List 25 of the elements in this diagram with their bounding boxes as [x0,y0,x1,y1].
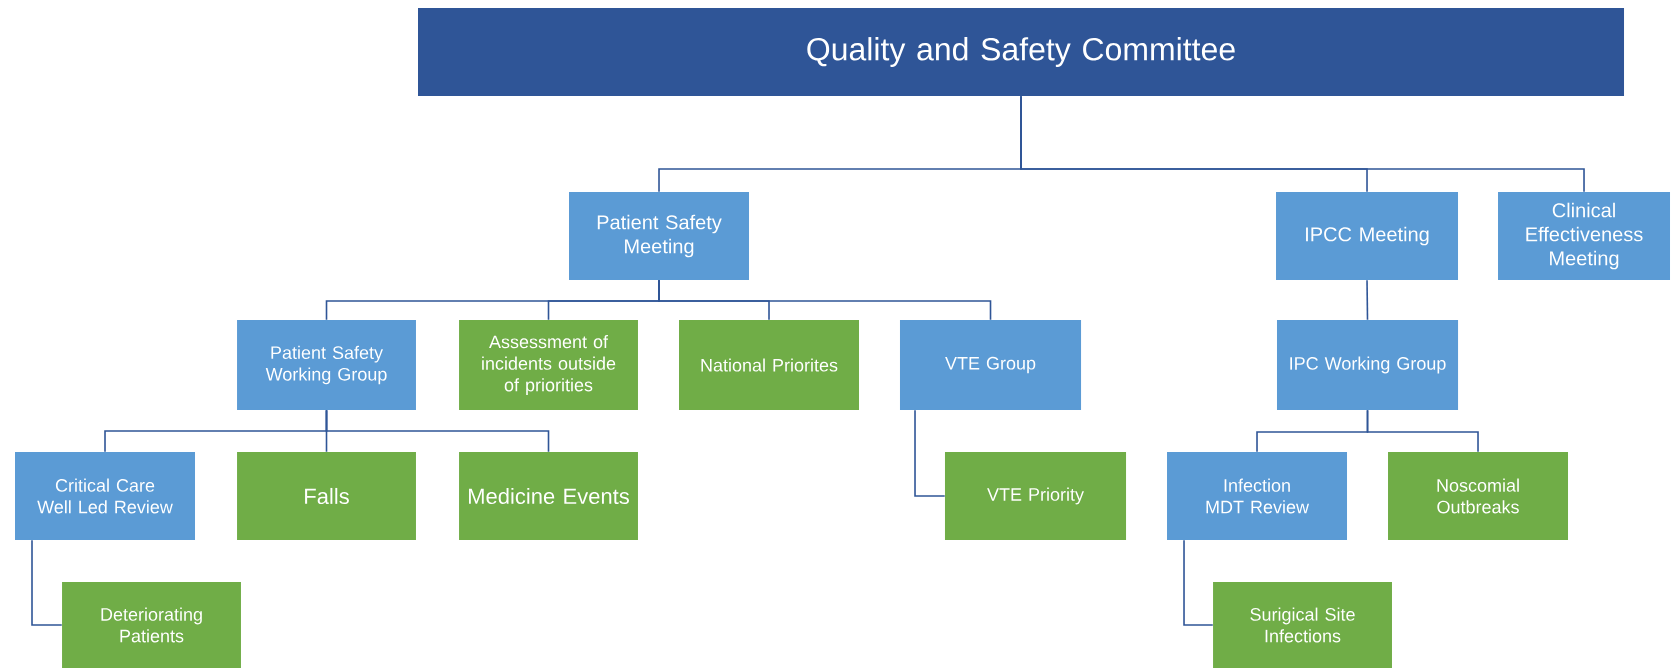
group-box: Patient Safety Working Group [237,320,416,410]
priority-box: Deteriorating Patients [62,582,241,668]
priority-box: Surigical Site Infections [1213,582,1392,668]
meeting-box: Patient Safety Meeting [569,192,749,280]
priority-box: Medicine Events [459,452,638,540]
group-box: IPC Working Group [1277,320,1459,410]
connector-line [1183,539,1214,626]
group-box: Infection MDT Review [1167,452,1347,540]
committee-box: Quality and Safety Committee [418,8,1624,96]
meeting-box: Clinical Effectiveness Meeting [1498,192,1670,280]
group-box: Critical Care Well Led Review [15,452,195,540]
connector-line [1366,279,1369,321]
connector-line [31,539,63,626]
connector-line [1020,95,1585,193]
connector-line [325,409,550,453]
priority-box: Falls [237,452,416,540]
group-box: VTE Group [900,320,1082,410]
priority-box: VTE Priority [945,452,1127,540]
priority-box: Assessment of incidents outside of priorities [459,320,638,410]
meeting-box: IPCC Meeting [1276,192,1458,280]
connector-line [1366,409,1479,453]
priority-box: Noscomial Outbreaks [1388,452,1568,540]
connector-line [658,279,992,321]
priority-box: National Priorites [679,320,859,410]
connector-line [914,409,946,497]
